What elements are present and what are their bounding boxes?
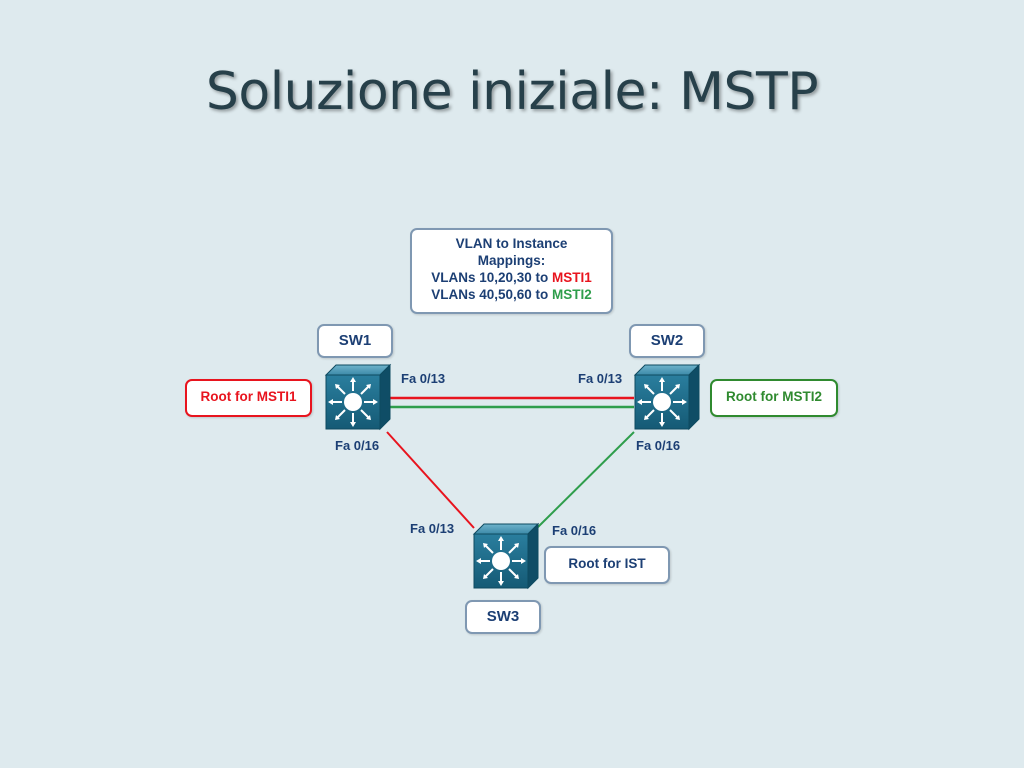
- sw1-multilayer-switch-icon: [325, 364, 391, 430]
- root-msti2-box: Root for MSTI2: [710, 379, 838, 417]
- port-sw1-fa016: Fa 0/16: [335, 438, 380, 453]
- port-sw2-fa016: Fa 0/16: [636, 438, 681, 453]
- root-msti1-box: Root for MSTI1: [185, 379, 312, 417]
- sw3-label: SW3: [465, 600, 541, 634]
- port-sw2-fa013: Fa 0/13: [578, 371, 623, 386]
- sw1-label: SW1: [317, 324, 393, 358]
- root-ist-box: Root for IST: [544, 546, 670, 584]
- mapping-line-4: VLANs 40,50,60 to MSTI2: [431, 287, 592, 302]
- sw3-multilayer-switch-icon: [473, 523, 539, 589]
- msti1-label: MSTI1: [552, 270, 592, 285]
- vlan-mapping-box: VLAN to Instance Mappings: VLANs 10,20,3…: [410, 228, 613, 314]
- link-sw2-sw3: [536, 431, 635, 529]
- port-sw1-fa013: Fa 0/13: [401, 371, 446, 386]
- mapping-line-1: VLAN to Instance: [455, 236, 568, 251]
- mapping-line-2: Mappings:: [477, 253, 546, 268]
- link-sw1-sw2: [388, 396, 634, 409]
- mapping-line-3: VLANs 10,20,30 to MSTI1: [431, 270, 592, 285]
- port-sw3-fa016: Fa 0/16: [552, 523, 597, 538]
- link-sw1-sw3: [386, 431, 475, 529]
- port-sw3-fa013: Fa 0/13: [410, 521, 455, 536]
- slide-title: Soluzione iniziale: MSTP: [205, 62, 819, 122]
- msti2-label: MSTI2: [552, 287, 592, 302]
- sw2-multilayer-switch-icon: [634, 364, 700, 430]
- sw2-label: SW2: [629, 324, 705, 358]
